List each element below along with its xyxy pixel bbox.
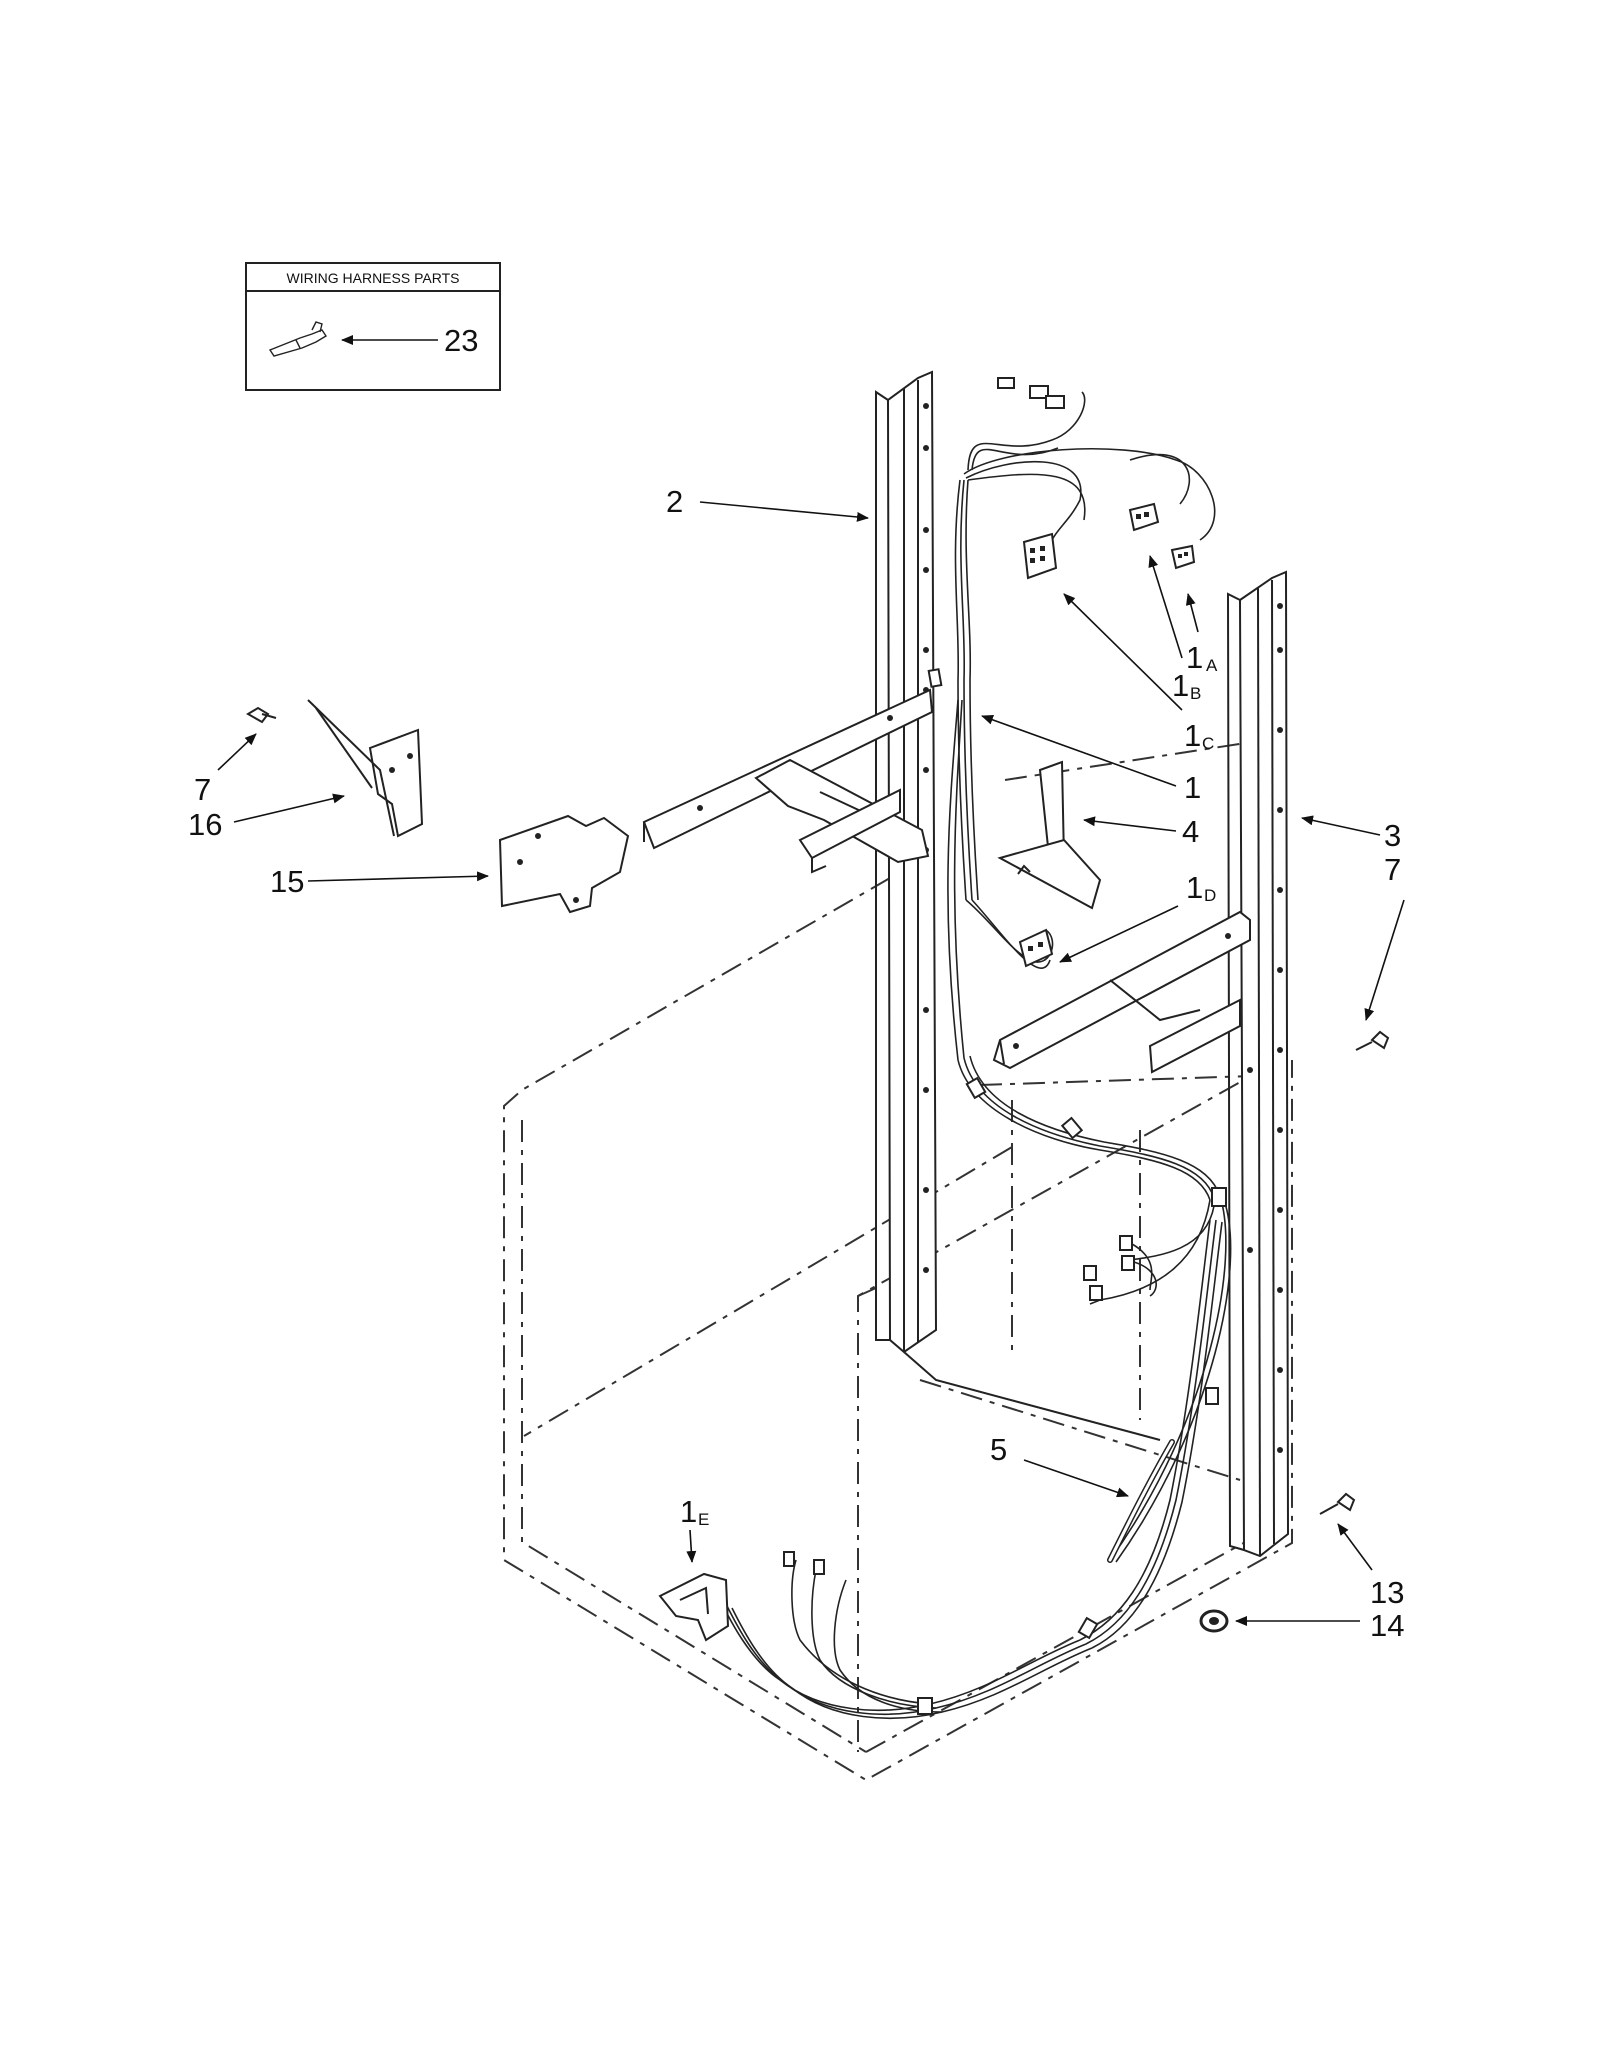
callout-1d: 1 xyxy=(1186,870,1203,905)
inset-title: WIRING HARNESS PARTS xyxy=(287,270,460,286)
leader-2 xyxy=(699,501,869,522)
leader-3 xyxy=(1301,815,1381,836)
leader-1e xyxy=(686,1529,697,1563)
callout-1a-sub: A xyxy=(1206,656,1218,675)
bracket-part-4 xyxy=(997,760,1102,910)
leader-13 xyxy=(1337,1523,1373,1571)
callout-7-left: 7 xyxy=(194,772,211,807)
leader-15 xyxy=(307,871,489,882)
leader-1c xyxy=(1063,593,1183,711)
leader-1d xyxy=(1059,905,1179,963)
leader-lines xyxy=(217,501,1405,1626)
screw-part-13 xyxy=(1319,1492,1356,1515)
connector-1c xyxy=(1022,532,1058,580)
callout-13: 13 xyxy=(1370,1575,1404,1610)
terminal-lugs xyxy=(783,1235,1157,1575)
wiring-harness-parts-inset: WIRING HARNESS PARTS 23 xyxy=(245,262,501,391)
connector-1e xyxy=(658,1572,730,1642)
callout-1e-sub: E xyxy=(698,1510,709,1529)
callout-1b: 1 xyxy=(1172,668,1189,703)
callout-5: 5 xyxy=(990,1432,1007,1467)
right-panel-holes xyxy=(1247,603,1283,1453)
callout-3: 3 xyxy=(1384,818,1401,853)
lower-cross-brace xyxy=(992,910,1251,1074)
callout-2: 2 xyxy=(666,484,683,519)
callout-23: 23 xyxy=(444,323,478,358)
callout-1a: 1 xyxy=(1186,640,1203,675)
callout-1c-sub: C xyxy=(1202,734,1214,753)
leader-4 xyxy=(1083,816,1177,832)
switch-part-16 xyxy=(307,699,424,838)
terminal-connector-icon xyxy=(268,321,327,357)
callout-15: 15 xyxy=(270,864,304,899)
connector-1b xyxy=(1128,502,1160,532)
callout-1d-sub: D xyxy=(1204,886,1216,905)
connector-1a xyxy=(1170,544,1196,570)
bracket-part-15 xyxy=(498,814,630,914)
right-vertical-panel xyxy=(1226,570,1290,1558)
leader-1 xyxy=(981,715,1177,787)
washer-part-14 xyxy=(1199,1609,1229,1633)
screw-part-7-right xyxy=(1355,1030,1390,1051)
upper-cross-brace xyxy=(642,688,934,874)
screw-part-7-left xyxy=(246,706,277,724)
leader-16 xyxy=(233,793,345,823)
left-vertical-panel xyxy=(875,370,1161,1441)
callout-16: 16 xyxy=(188,807,222,842)
callout-1: 1 xyxy=(1184,770,1201,805)
leader-7-left xyxy=(217,733,257,771)
drain-hose-part-5 xyxy=(1107,1439,1175,1563)
leader-1b xyxy=(1148,555,1183,659)
callout-1c: 1 xyxy=(1184,718,1201,753)
callout-14: 14 xyxy=(1370,1608,1404,1643)
connector-1d xyxy=(1018,928,1054,968)
callout-7-right: 7 xyxy=(1384,852,1401,887)
callout-4: 4 xyxy=(1182,814,1199,849)
callout-labels: 2 1 A 1 B 1 C 1 4 1 D 3 7 7 16 15 5 1 E … xyxy=(188,484,1404,1643)
leader-7-right xyxy=(1364,899,1405,1021)
callout-1b-sub: B xyxy=(1190,684,1201,703)
top-small-connectors xyxy=(997,377,1065,409)
leader-5 xyxy=(1023,1459,1129,1498)
callout-1e: 1 xyxy=(680,1494,697,1529)
leader-1a xyxy=(1185,593,1199,633)
wiring-harness xyxy=(719,391,1232,1719)
